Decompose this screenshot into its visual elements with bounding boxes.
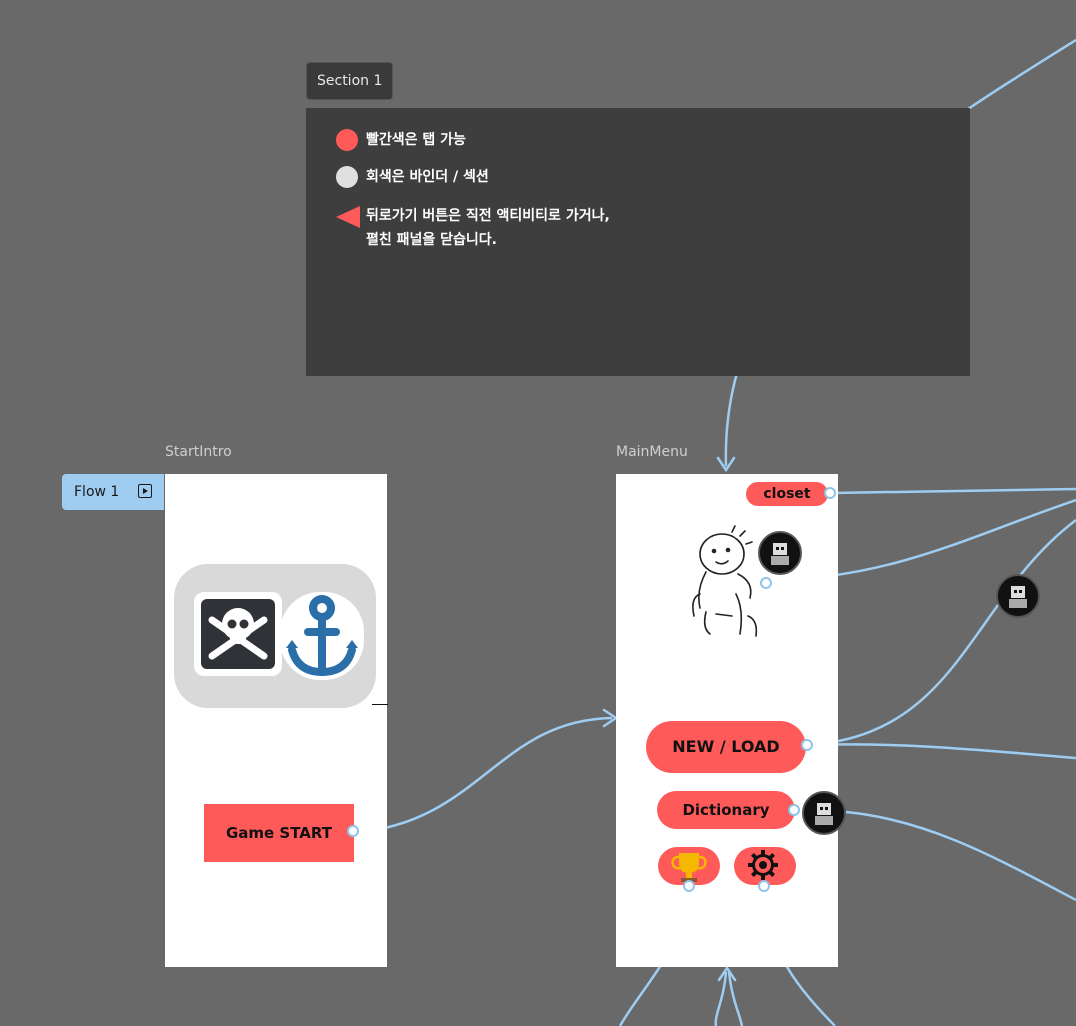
wire-dictionary bbox=[845, 810, 1076, 902]
robot-icon bbox=[815, 803, 833, 825]
divider-tick bbox=[372, 704, 388, 705]
connector-dictionary[interactable] bbox=[788, 804, 800, 816]
gray-circle-icon bbox=[336, 166, 358, 188]
plugin-badge-floating bbox=[996, 574, 1040, 618]
arrow-head-top bbox=[716, 456, 736, 473]
connector-game-start[interactable] bbox=[347, 825, 359, 837]
legend-text-back: 뒤로가기 버튼은 직전 액티비티로 가거나, bbox=[366, 208, 610, 224]
connector-trophy[interactable] bbox=[683, 880, 695, 892]
pirate-logo-icon bbox=[194, 592, 364, 680]
app-logo bbox=[174, 564, 376, 708]
section-panel: 빨간색은 탭 가능 회색은 바인더 / 섹션 뒤로가기 버튼은 직전 액티비티로… bbox=[306, 108, 970, 376]
arrow-head-bottom bbox=[717, 965, 737, 982]
robot-icon bbox=[771, 543, 789, 565]
plugin-badge-dictionary bbox=[802, 791, 846, 835]
wire-bottom bbox=[714, 971, 728, 1026]
connector-doodle[interactable] bbox=[760, 577, 772, 589]
wire-start-to-mainmenu bbox=[359, 716, 613, 834]
frame-title-startintro[interactable]: StartIntro bbox=[165, 444, 232, 460]
wire-newload-up bbox=[807, 519, 1076, 747]
red-circle-icon bbox=[336, 129, 358, 151]
flow-start-tag[interactable]: Flow 1 bbox=[62, 474, 164, 510]
settings-button[interactable] bbox=[734, 847, 796, 885]
frame-startintro[interactable] bbox=[165, 474, 387, 967]
legend-text-binder: 회색은 바인더 / 섹션 bbox=[366, 169, 489, 185]
dictionary-button[interactable]: Dictionary bbox=[657, 791, 795, 829]
connector-new-load[interactable] bbox=[801, 739, 813, 751]
character-doodle[interactable] bbox=[686, 524, 772, 644]
legend-text-tappable: 빨간색은 탭 가능 bbox=[366, 132, 466, 148]
gear-icon bbox=[748, 850, 778, 880]
legend-text-back-2: 펼친 패널을 닫습니다. bbox=[366, 232, 497, 248]
wire-closet bbox=[831, 487, 1076, 495]
closet-button[interactable]: closet bbox=[746, 482, 828, 506]
new-load-button[interactable]: NEW / LOAD bbox=[646, 721, 806, 773]
flow-label: Flow 1 bbox=[74, 484, 120, 500]
wire-newload-right bbox=[807, 743, 1076, 760]
section-label[interactable]: Section 1 bbox=[306, 62, 394, 100]
play-icon[interactable] bbox=[138, 484, 152, 498]
connector-closet[interactable] bbox=[824, 487, 836, 499]
trophy-button[interactable] bbox=[658, 847, 720, 885]
back-triangle-icon bbox=[336, 206, 360, 228]
frame-title-mainmenu[interactable]: MainMenu bbox=[616, 444, 688, 460]
game-start-button[interactable]: Game START bbox=[204, 804, 354, 862]
plugin-badge-doodle bbox=[758, 531, 802, 575]
connector-gear[interactable] bbox=[758, 880, 770, 892]
robot-icon bbox=[1009, 586, 1027, 608]
arrow-head-left bbox=[602, 708, 619, 728]
wire-bottom-2 bbox=[727, 971, 744, 1026]
